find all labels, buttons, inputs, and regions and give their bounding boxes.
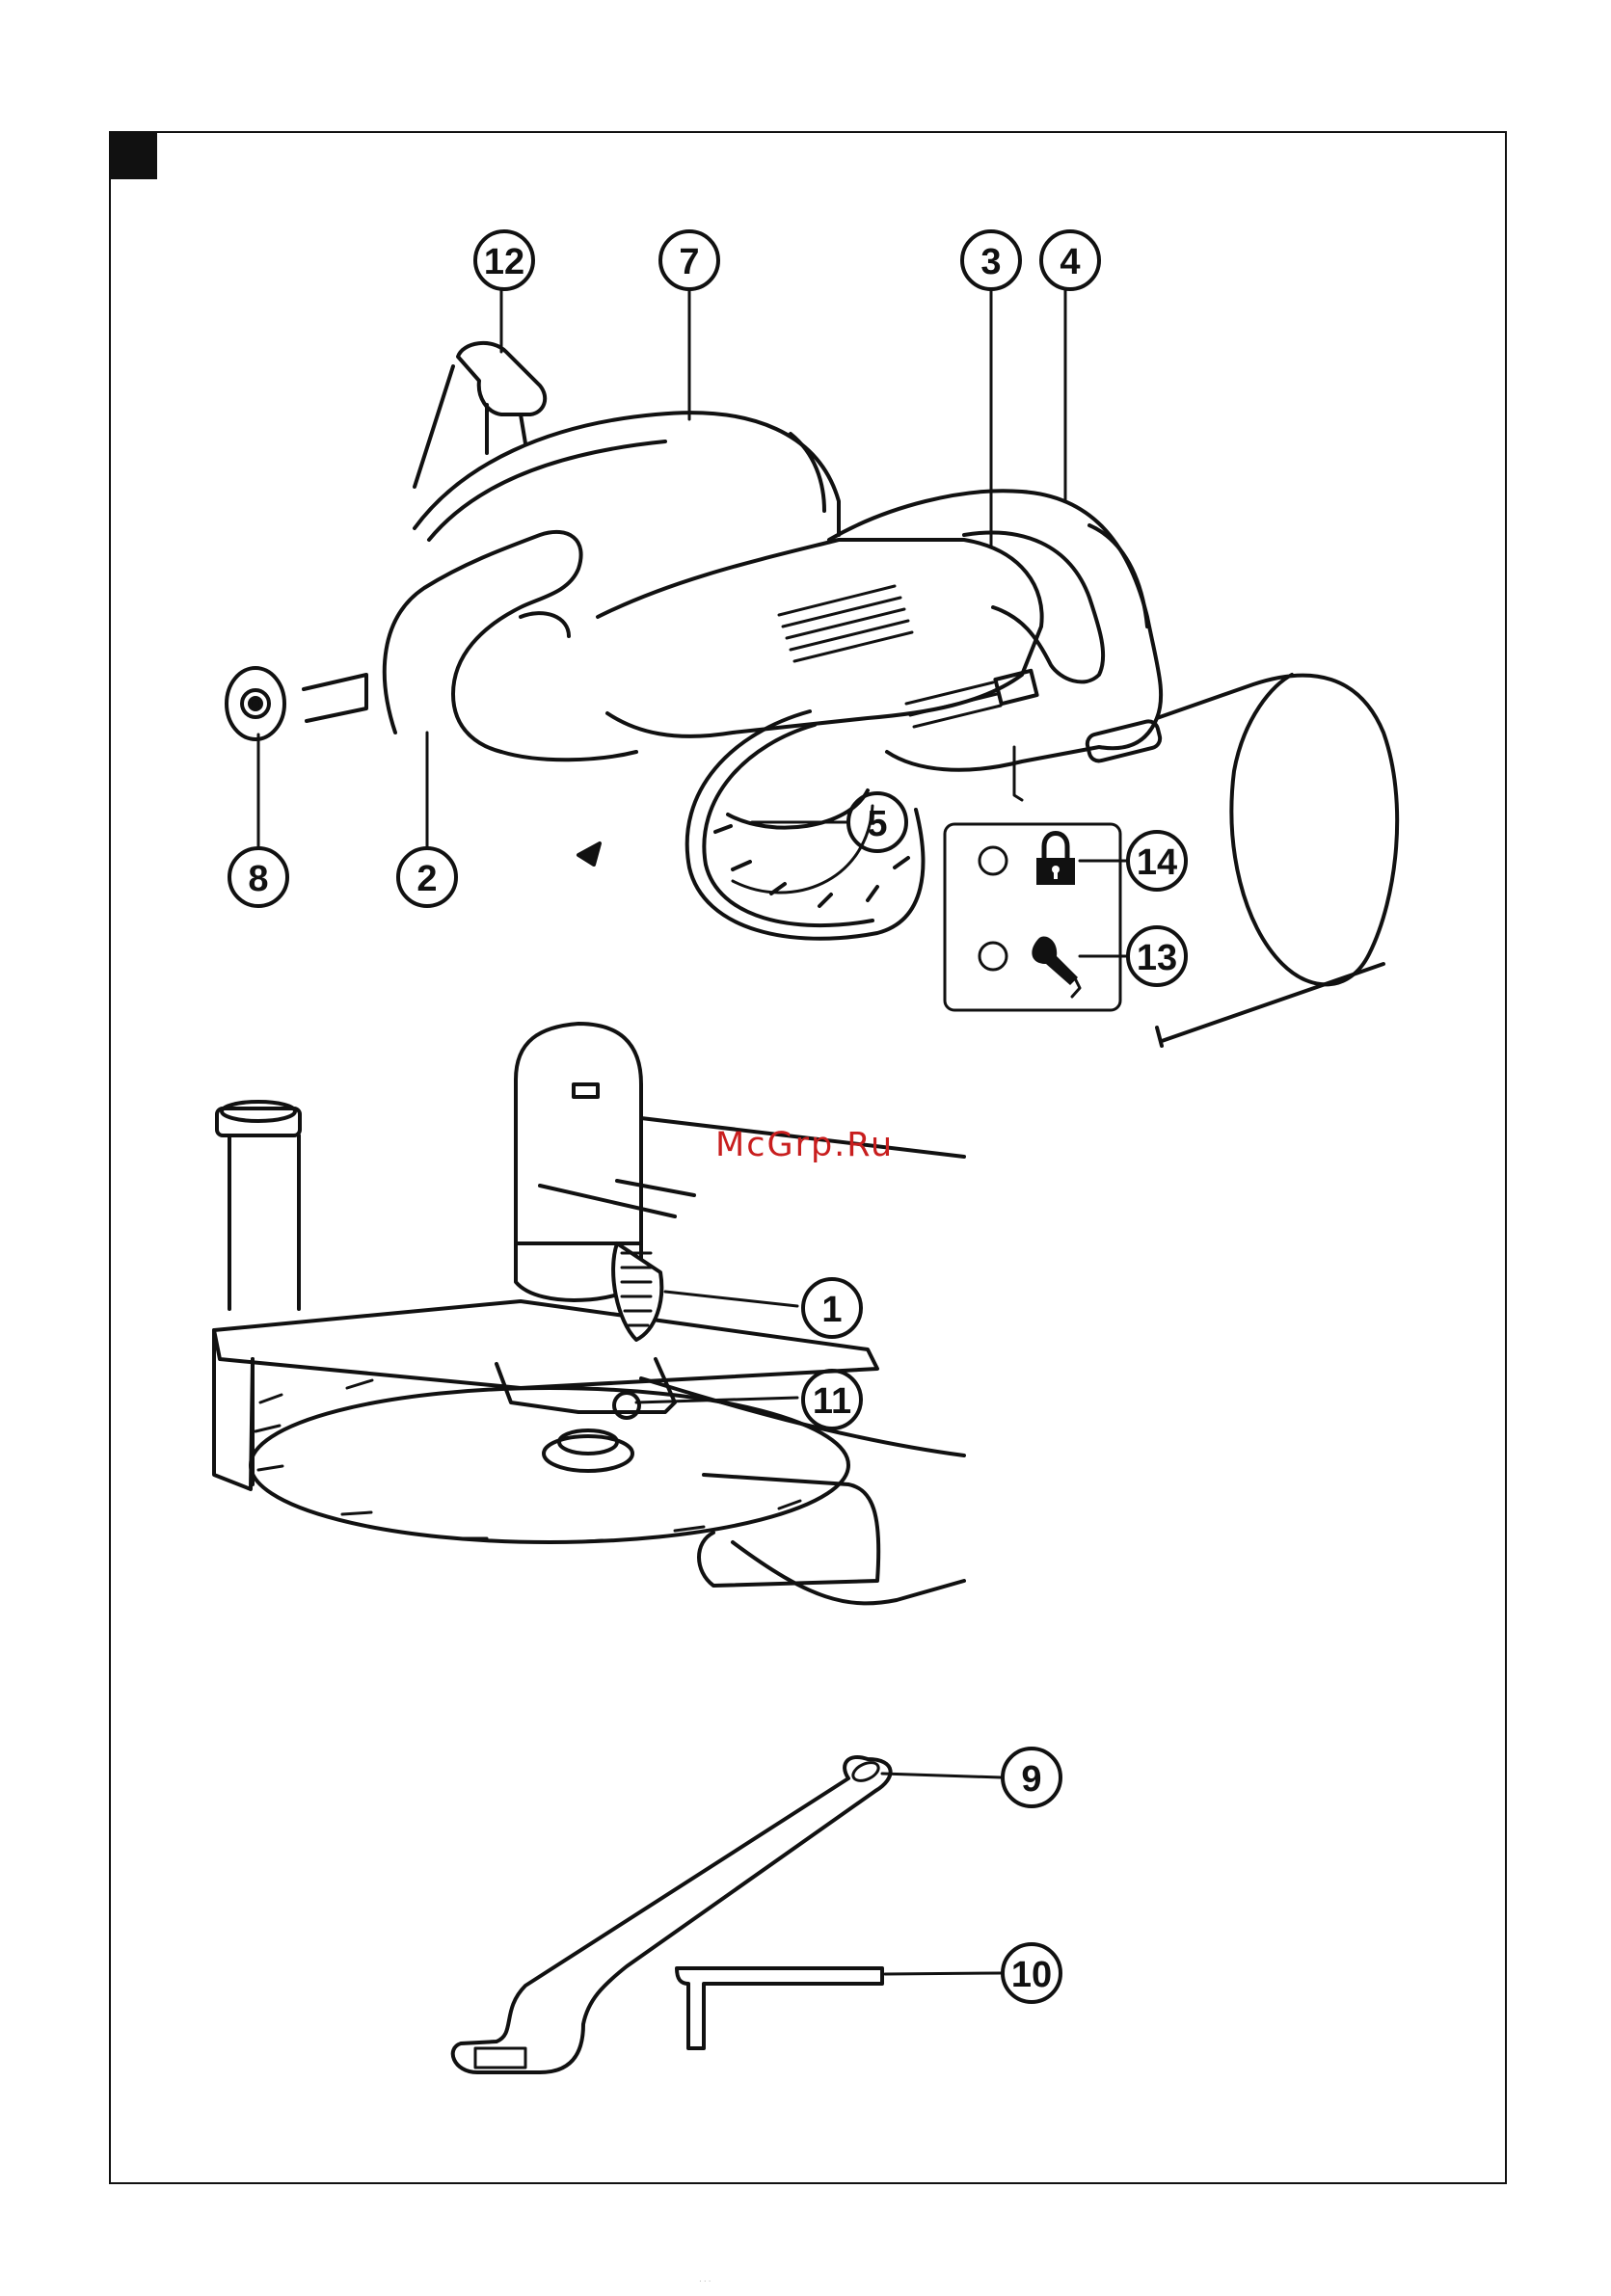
callout-circles bbox=[229, 231, 1186, 2002]
service-indicator-lamp bbox=[980, 943, 1007, 970]
watermark-text: McGrp.Ru bbox=[715, 1126, 894, 1164]
padlock-icon bbox=[1036, 834, 1075, 886]
callout-12: 12 bbox=[484, 242, 524, 282]
callout-11: 11 bbox=[813, 1381, 851, 1422]
callout-13: 13 bbox=[1137, 938, 1177, 978]
rotation-arrow bbox=[733, 806, 873, 893]
callout-7: 7 bbox=[679, 242, 699, 282]
callout-5: 5 bbox=[867, 804, 887, 844]
saw-illustration bbox=[227, 343, 1397, 1046]
guard-plate bbox=[214, 1301, 877, 1388]
callout-4: 4 bbox=[1060, 242, 1080, 282]
power-cable bbox=[1157, 675, 1397, 984]
callout-2: 2 bbox=[416, 859, 437, 899]
locking-pin bbox=[614, 1393, 639, 1418]
leader-lines bbox=[258, 290, 1065, 1974]
footer-print-mark: · · · bbox=[699, 2277, 711, 2285]
water-valve bbox=[458, 343, 545, 414]
blade-guard bbox=[415, 413, 839, 535]
hex-key bbox=[677, 1968, 882, 2048]
indicator-panel bbox=[945, 747, 1126, 1010]
callout-8: 8 bbox=[248, 859, 268, 899]
callout-1: 1 bbox=[821, 1290, 842, 1330]
callout-14: 14 bbox=[1137, 842, 1177, 883]
spanner-wrench bbox=[453, 1757, 891, 2072]
spindle-illustration bbox=[214, 1024, 964, 1603]
callout-9: 9 bbox=[1021, 1759, 1041, 1800]
lock-indicator-lamp bbox=[980, 847, 1007, 874]
wrench-icon bbox=[1032, 937, 1080, 997]
callout-10: 10 bbox=[1011, 1955, 1052, 1995]
accessory-tools bbox=[453, 1757, 891, 2072]
callout-3: 3 bbox=[980, 242, 1001, 282]
motor-housing bbox=[598, 540, 1042, 736]
callout-labels: 12 7 3 4 5 8 2 14 13 1 11 9 10 bbox=[248, 242, 1177, 1995]
front-handle bbox=[385, 532, 581, 752]
